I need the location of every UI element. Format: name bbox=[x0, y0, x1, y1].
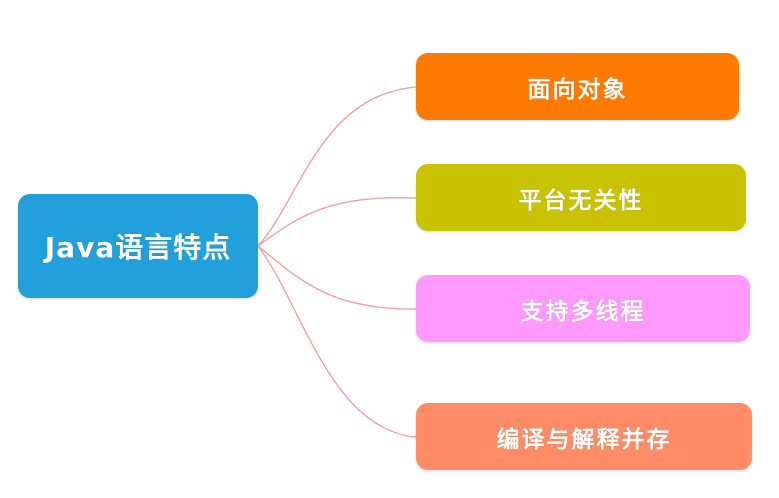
branch-node-label: 编译与解释并存 bbox=[496, 426, 672, 453]
connector-line-2 bbox=[257, 197, 417, 247]
branch-node-compile-and-interpret: 编译与解释并存 bbox=[416, 403, 752, 470]
branch-node-multithreading: 支持多线程 bbox=[416, 275, 750, 342]
branch-node-label: 平台无关性 bbox=[518, 187, 644, 214]
root-node: Java语言特点 bbox=[18, 194, 258, 298]
branch-node-label: 面向对象 bbox=[527, 76, 628, 103]
connector-line-4 bbox=[257, 245, 417, 438]
branch-node-object-oriented: 面向对象 bbox=[416, 53, 739, 120]
branch-node-platform-independence: 平台无关性 bbox=[416, 164, 746, 231]
connector-line-3 bbox=[257, 245, 417, 310]
connector-line-1 bbox=[257, 86, 417, 247]
root-node-label: Java语言特点 bbox=[44, 231, 232, 264]
branch-node-label: 支持多线程 bbox=[520, 298, 646, 325]
